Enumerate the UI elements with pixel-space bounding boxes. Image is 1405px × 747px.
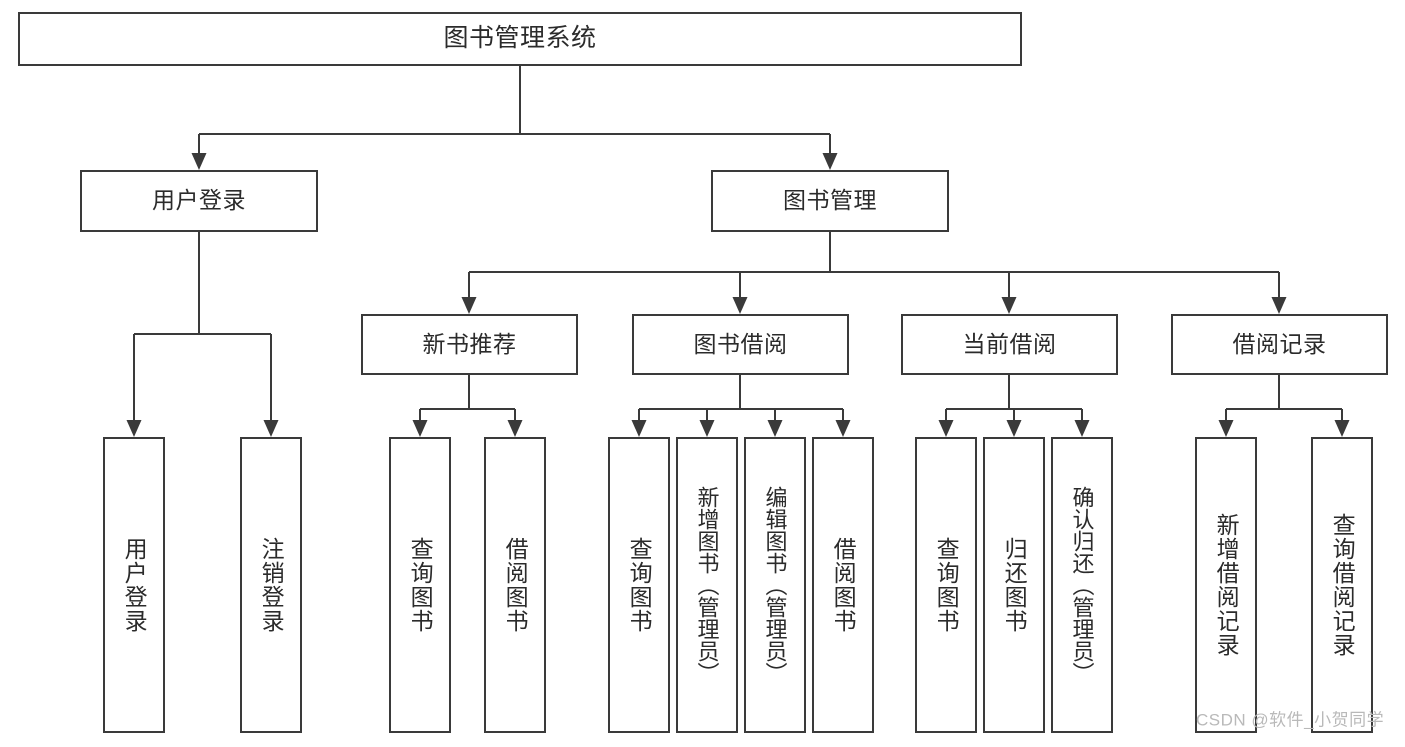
node-label: 查询图书: [626, 537, 653, 633]
node-leaf-add-record[interactable]: 新增借阅记录: [1195, 437, 1257, 733]
arrow-head-icon: [767, 420, 783, 437]
arrow-head-icon: [263, 420, 279, 437]
node-label: 查询图书: [933, 537, 960, 633]
node-leaf-user-login[interactable]: 用户登录: [103, 437, 165, 733]
node-label: 图书管理: [783, 187, 877, 214]
node-leaf-add-book[interactable]: 新增图书（管理员）: [676, 437, 738, 733]
arrow-head-icon: [507, 420, 523, 437]
node-book-borrow[interactable]: 图书借阅: [632, 314, 849, 375]
arrow-head-icon: [126, 420, 142, 437]
node-leaf-user-logout[interactable]: 注销登录: [240, 437, 302, 733]
node-label: 图书管理系统: [443, 24, 597, 53]
node-new-book-rec[interactable]: 新书推荐: [361, 314, 578, 375]
node-label: 借阅图书: [502, 537, 529, 633]
node-label: 注销登录: [258, 537, 285, 633]
node-leaf-borrow-book-2[interactable]: 借阅图书: [812, 437, 874, 733]
watermark-text: CSDN @软件_小贺同学: [1196, 710, 1385, 730]
node-leaf-edit-book[interactable]: 编辑图书（管理员）: [744, 437, 806, 733]
arrow-head-icon: [1074, 420, 1090, 437]
arrow-head-icon: [412, 420, 428, 437]
arrow-head-icon: [1001, 297, 1017, 314]
node-label: 新增图书（管理员）: [694, 486, 720, 684]
arrow-head-icon: [191, 153, 207, 170]
arrow-head-icon: [699, 420, 715, 437]
arrow-head-icon: [461, 297, 477, 314]
node-label: 查询借阅记录: [1329, 513, 1356, 657]
node-label: 当前借阅: [962, 330, 1057, 357]
node-label: 新增借阅记录: [1213, 513, 1240, 657]
node-label: 图书借阅: [693, 330, 788, 357]
node-current-borrow[interactable]: 当前借阅: [901, 314, 1118, 375]
node-leaf-confirm-return[interactable]: 确认归还（管理员）: [1051, 437, 1113, 733]
arrow-head-icon: [732, 297, 748, 314]
arrow-head-icon: [1006, 420, 1022, 437]
node-label: 归还图书: [1001, 537, 1028, 633]
node-label: 用户登录: [152, 187, 246, 214]
node-book-manage[interactable]: 图书管理: [711, 170, 949, 232]
node-label: 查询图书: [407, 537, 434, 633]
arrow-head-icon: [1218, 420, 1234, 437]
node-label: 借阅记录: [1232, 330, 1327, 357]
node-user-login[interactable]: 用户登录: [80, 170, 318, 232]
node-leaf-query-record[interactable]: 查询借阅记录: [1311, 437, 1373, 733]
node-label: 用户登录: [121, 537, 148, 633]
arrow-head-icon: [835, 420, 851, 437]
node-leaf-borrow-book-1[interactable]: 借阅图书: [484, 437, 546, 733]
arrow-head-icon: [631, 420, 647, 437]
node-root[interactable]: 图书管理系统: [18, 12, 1022, 66]
node-leaf-query-book-3[interactable]: 查询图书: [915, 437, 977, 733]
node-label: 新书推荐: [422, 330, 517, 357]
node-leaf-return-book[interactable]: 归还图书: [983, 437, 1045, 733]
node-borrow-record[interactable]: 借阅记录: [1171, 314, 1388, 375]
arrow-head-icon: [1271, 297, 1287, 314]
node-leaf-query-book-2[interactable]: 查询图书: [608, 437, 670, 733]
arrow-head-icon: [1334, 420, 1350, 437]
node-label: 确认归还（管理员）: [1069, 486, 1095, 684]
node-label: 编辑图书（管理员）: [762, 486, 788, 684]
arrow-head-icon: [822, 153, 838, 170]
node-leaf-query-book-1[interactable]: 查询图书: [389, 437, 451, 733]
arrow-head-icon: [938, 420, 954, 437]
node-label: 借阅图书: [830, 537, 857, 633]
